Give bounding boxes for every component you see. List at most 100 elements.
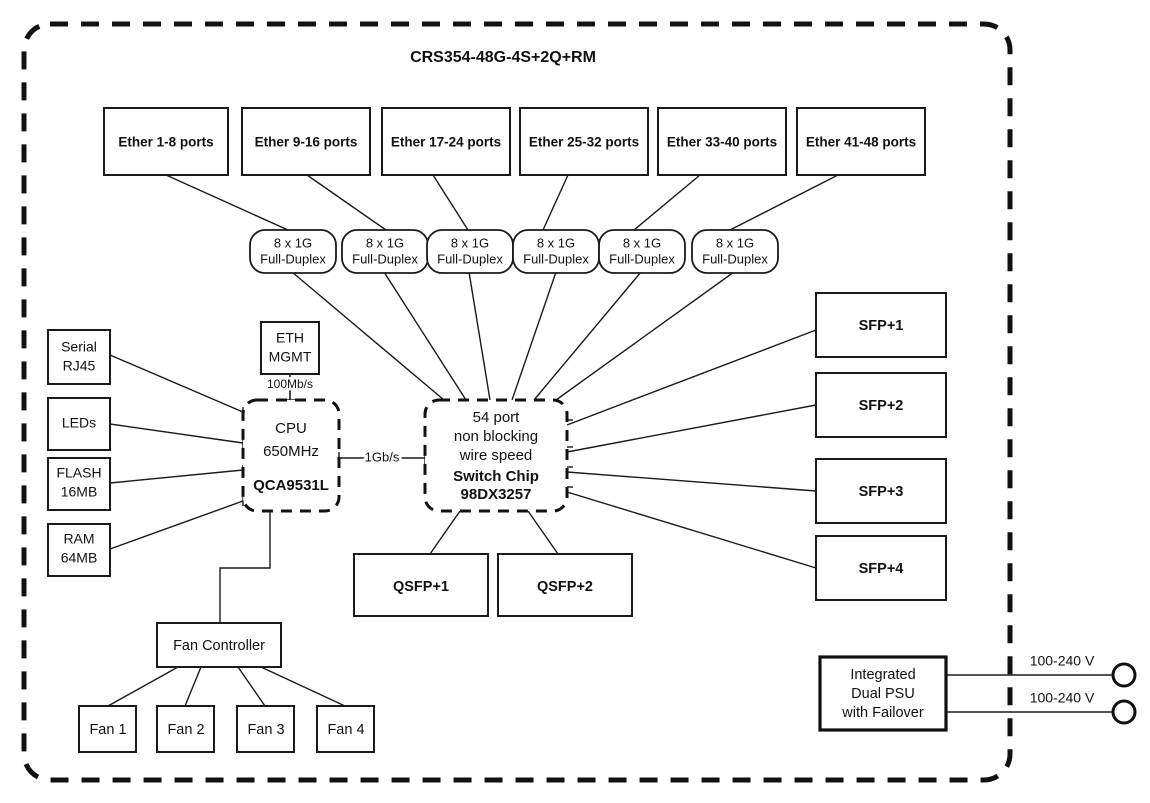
power-connector-icon [1111,699,1137,725]
sfp-label: SFP+2 [859,398,904,414]
phy-group-line1: 8 x 1G [451,235,489,250]
sfp-box[interactable]: SFP+4 [815,535,947,601]
cpu-line1: CPU [275,420,307,437]
ether-port-box[interactable]: Ether 25-32 ports [519,107,649,176]
fan-label: Fan 3 [247,722,284,738]
phy-group-box[interactable]: 8 x 1G Full-Duplex [341,229,429,274]
psu-input-label: 100-240 V [1030,690,1095,706]
qsfp-boxes: QSFP+1 QSFP+2 [353,553,633,617]
fan-boxes: Fan 1 Fan 2 Fan 3 Fan 4 [78,705,375,753]
switch-chip[interactable]: 54 port non blocking wire speed Switch C… [423,398,569,513]
page-title: CRS354-48G-4S+2Q+RM [410,49,596,66]
switch-chip-bold2: 98DX3257 [461,486,532,503]
switch-to-qsfp-wires [429,510,559,555]
sfp-label: SFP+4 [859,561,904,577]
psu-line1: Integrated [850,667,915,683]
qsfp-label: QSFP+1 [393,579,449,595]
psu-line3: with Failover [841,705,924,721]
ether-port-label: Ether 17-24 ports [391,135,501,150]
qsfp-box[interactable]: QSFP+1 [353,553,489,617]
ether-port-label: Ether 9-16 ports [255,135,358,150]
peripheral-line1: LEDs [62,415,96,431]
switch-chip-bold1: Switch Chip [453,468,539,485]
phy-group-box[interactable]: 8 x 1G Full-Duplex [426,229,514,274]
psu-input-label: 100-240 V [1030,653,1095,669]
phy-group-line2: Full-Duplex [352,251,418,266]
psu-block[interactable]: Integrated Dual PSU with Failover [818,655,948,732]
sfp-box[interactable]: SFP+3 [815,458,947,524]
phy-group-line2: Full-Duplex [523,251,589,266]
switch-chip-line2: non blocking [454,428,538,445]
fan-controller-box[interactable]: Fan Controller [156,622,282,668]
phy-group-box[interactable]: 8 x 1G Full-Duplex [691,229,779,274]
phy-group-box[interactable]: 8 x 1G Full-Duplex [249,229,337,274]
fan-controller-label: Fan Controller [173,638,265,654]
peripheral-boxes: Serial RJ45 LEDs FLASH 16MB RAM 64MB [47,329,111,577]
cpu-line2: 650MHz [263,443,319,460]
ether-port-box[interactable]: Ether 33-40 ports [657,107,787,176]
phy-to-switch-wires [291,271,735,401]
ether-port-box[interactable]: Ether 9-16 ports [241,107,371,176]
ether-port-label: Ether 33-40 ports [667,135,777,150]
fan-box[interactable]: Fan 1 [78,705,137,753]
sfp-label: SFP+1 [859,318,904,334]
peripheral-line1: FLASH [56,465,101,481]
psu-line2: Dual PSU [851,686,915,702]
psu-power-wires [946,674,1113,713]
cpu-to-fan-controller-wire [219,511,271,623]
ether-port-label: Ether 41-48 ports [806,135,916,150]
psu-input-2: 100-240 V [1027,687,1137,725]
power-connector-icon [1111,662,1137,688]
fan-box[interactable]: Fan 3 [236,705,295,753]
phy-group-line1: 8 x 1G [366,235,404,250]
phy-group-line2: Full-Duplex [702,251,768,266]
fan-box[interactable]: Fan 4 [316,705,375,753]
eth-mgmt-block[interactable]: ETH MGMT [260,321,320,375]
peripheral-box-leds[interactable]: LEDs [47,397,111,451]
peripheral-box-serial-rj45[interactable]: Serial RJ45 [47,329,111,385]
peripheral-line2: RJ45 [63,358,96,374]
peripheral-line2: 64MB [61,550,98,566]
eth-mgmt-line1: ETH [276,330,304,346]
fan-label: Fan 1 [89,722,126,738]
ether-port-box[interactable]: Ether 41-48 ports [796,107,926,176]
fan-label: Fan 4 [327,722,364,738]
phy-group-line1: 8 x 1G [716,235,754,250]
eth-mgmt-speed-label: 100Mb/s [267,377,313,391]
phy-group-line2: Full-Duplex [260,251,326,266]
phy-group-line1: 8 x 1G [537,235,575,250]
phy-group-line2: Full-Duplex [609,251,675,266]
psu-input-1: 100-240 V [1027,650,1137,688]
sfp-box[interactable]: SFP+2 [815,372,947,438]
switch-to-sfp-wires [561,329,817,569]
sfp-box[interactable]: SFP+1 [815,292,947,358]
sfp-label: SFP+3 [859,484,904,500]
peripheral-line1: Serial [61,339,97,355]
qsfp-box[interactable]: QSFP+2 [497,553,633,617]
ether-port-box[interactable]: Ether 17-24 ports [381,107,511,176]
ether-to-phy-wires [165,174,839,231]
phy-group-box[interactable]: 8 x 1G Full-Duplex [512,229,600,274]
phy-group-box[interactable]: 8 x 1G Full-Duplex [598,229,686,274]
peripheral-box-ram[interactable]: RAM 64MB [47,523,111,577]
ether-port-box[interactable]: Ether 1-8 ports [103,107,229,176]
phy-group-line1: 8 x 1G [623,235,661,250]
switch-chip-line1: 54 port [473,409,521,426]
ether-port-label: Ether 1-8 ports [118,135,213,150]
ether-port-boxes: Ether 1-8 ports Ether 9-16 ports Ether 1… [103,107,926,176]
peripheral-box-flash[interactable]: FLASH 16MB [47,457,111,511]
phy-group-line1: 8 x 1G [274,235,312,250]
cpu-switch-link: 1Gb/s [338,446,426,467]
fan-box[interactable]: Fan 2 [156,705,215,753]
peripheral-to-cpu-wires [109,354,244,550]
sfp-boxes: SFP+1 SFP+2 SFP+3 SFP+4 [815,292,947,601]
switch-chip-line3: wire speed [459,447,533,464]
qsfp-label: QSFP+2 [537,579,593,595]
fan-label: Fan 2 [167,722,204,738]
cpu-chip[interactable]: CPU 650MHz QCA9531L [241,398,341,513]
fan-controller-to-fan-wires [107,666,346,707]
eth-mgmt-line2: MGMT [269,349,312,365]
phy-group-line2: Full-Duplex [437,251,503,266]
